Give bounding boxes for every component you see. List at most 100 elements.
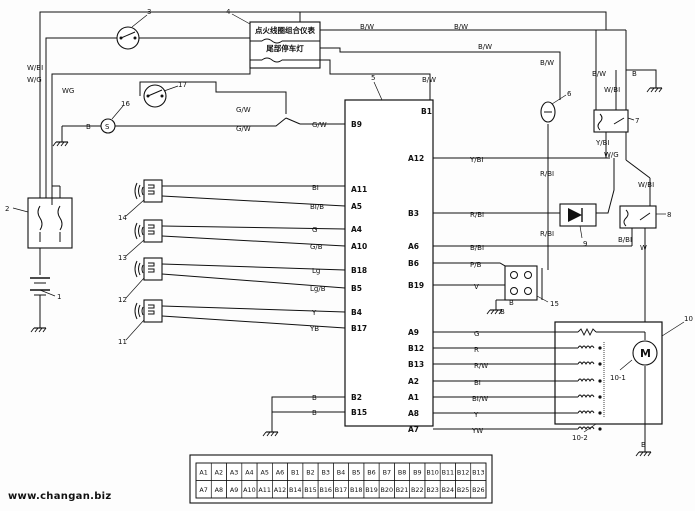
pin-cell-label: B9 [413, 469, 421, 477]
power-wires [39, 11, 657, 205]
ecu-pin-b5: B5 [351, 284, 362, 293]
pin-cell-label: B17 [335, 486, 348, 494]
ecu-pin-b13: B13 [408, 360, 424, 369]
ecu-pin-b15: B15 [351, 408, 367, 417]
pin-cell-label: A11 [258, 486, 271, 494]
callout-1: 1 [57, 293, 61, 301]
diode-9 [559, 203, 597, 227]
ecu-pin-b3: B3 [408, 209, 419, 218]
ecu-pin-b19: B19 [408, 281, 424, 290]
wire-to-6: B/W [540, 59, 554, 67]
wire-bi-a2: BI [474, 379, 481, 387]
pin-cell-label: B21 [396, 486, 409, 494]
pin-cell-label: B10 [426, 469, 439, 477]
pin-cell-label: B18 [350, 486, 363, 494]
watermark: www.changan.biz [8, 491, 112, 502]
wire-to-b1: B/W [422, 76, 436, 84]
wire-bbi-8: B/BI [618, 236, 632, 244]
wire-wg-mid: WG [62, 87, 74, 95]
pin-cell-label: B14 [289, 486, 302, 494]
wire-gw-lower: G/W [236, 125, 251, 133]
ecu-pin-a10: A10 [351, 242, 367, 251]
wire-pb-b6: P/B [470, 261, 482, 269]
wire-w-8: W [640, 244, 647, 252]
callout-10-1: 10-1 [610, 374, 626, 382]
pin-cell-label: B16 [319, 486, 332, 494]
coil-node [598, 346, 602, 350]
ecu-pin-a8: A8 [408, 409, 419, 418]
relay-8 [619, 159, 657, 322]
pin-cell [470, 480, 487, 499]
connector-15 [504, 265, 538, 301]
pin-cell-label: A2 [215, 469, 223, 477]
pin-cell-label: B13 [472, 469, 485, 477]
switch-17 [139, 81, 287, 114]
ecu-pin-b18: B18 [351, 266, 367, 275]
pin-cell-label: B23 [426, 486, 439, 494]
idle-motor-10: M [433, 321, 663, 457]
ecu-pin-b6: B6 [408, 259, 419, 268]
wire-b-motor: B [641, 441, 646, 449]
ecu-pin-a7: A7 [408, 425, 419, 434]
pin-cell-label: B19 [365, 486, 378, 494]
sensors-11-14 [134, 179, 346, 329]
ecu-pin-a6: A6 [408, 242, 419, 251]
pin-cell-label: B24 [442, 486, 455, 494]
wire-wg-left: W/G [27, 76, 42, 84]
wire-gb-a10: G/B [310, 243, 323, 251]
ecu-pin-a5: A5 [351, 202, 362, 211]
callout-labels: 1 2 3 4 5 6 7 8 9 10 10-1 10-2 11 12 13 … [5, 8, 693, 442]
ecu-pin-a12: A12 [408, 154, 424, 163]
callout-3: 3 [147, 8, 151, 16]
callout-2: 2 [5, 205, 9, 213]
wire-yb-b17: YB [309, 325, 319, 333]
wire-gw-b9: G/W [312, 121, 327, 129]
pin-cell-label: A1 [199, 469, 207, 477]
coil-node [598, 395, 602, 399]
callout-13: 13 [118, 254, 127, 262]
callout-12: 12 [118, 296, 127, 304]
wire-b-b2: B [312, 394, 317, 402]
ecu-pin-b17: B17 [351, 324, 367, 333]
fuse-box-line2: 尾部停车灯 [265, 43, 304, 53]
wire-rbi-b3: R/BI [470, 211, 484, 219]
pin-cell-label: A10 [243, 486, 256, 494]
ecu-pin-b9: B9 [351, 120, 362, 129]
wire-top-bw-left: B/W [360, 23, 374, 31]
callout-4: 4 [226, 8, 231, 16]
wire-bw-7: B/W [592, 70, 606, 78]
callout-17: 17 [178, 81, 187, 89]
wire-ybi-7: Y/BI [595, 139, 610, 147]
callouts [12, 13, 685, 433]
callout-14: 14 [118, 214, 127, 222]
wire-b-15a: B [509, 299, 514, 307]
wire-wbi-8: W/BI [638, 181, 654, 189]
ecu-pin-b2: B2 [351, 393, 362, 402]
pin-cell-label: B7 [383, 469, 391, 477]
pin-cell-label: A5 [260, 469, 268, 477]
coil-node [598, 427, 602, 431]
callout-7: 7 [635, 117, 639, 125]
pin-cell-label: B26 [472, 486, 485, 494]
relay-box-2 [27, 185, 73, 333]
relay-7 [593, 87, 663, 158]
ecu-pin-b4: B4 [351, 308, 362, 317]
wire-rw-b13: R/W [474, 362, 488, 370]
pin-cell-label: B5 [352, 469, 360, 477]
ecu-pin-a9: A9 [408, 328, 419, 337]
wire-y-a8: Y [473, 411, 479, 419]
lamp-6 [540, 101, 556, 123]
wire-b-15b: B [500, 308, 505, 316]
ecu-pin-a4: A4 [351, 225, 362, 234]
pin-cell-label: B1 [291, 469, 299, 477]
pin-cell-label: A7 [199, 486, 207, 494]
wire-labels: B/W B/W B/W B/W B/W W/BI W/G WG G/W G/W … [27, 23, 654, 449]
callout-10-2: 10-2 [572, 434, 588, 442]
wire-ybi-a12: Y/BI [469, 156, 484, 164]
callout-6: 6 [567, 90, 572, 98]
pin-cell-label: A9 [230, 486, 238, 494]
